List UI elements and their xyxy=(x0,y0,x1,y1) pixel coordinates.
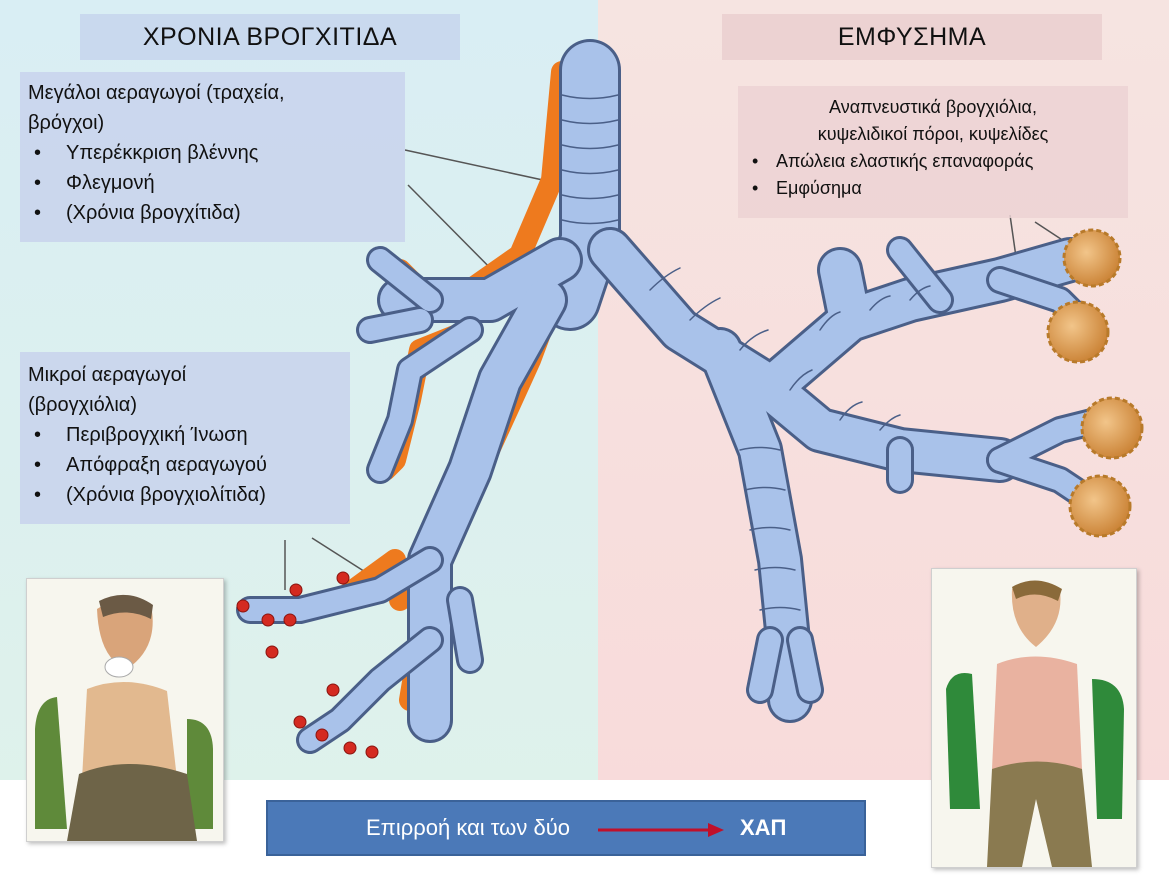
banner-copd-label: ΧΑΠ xyxy=(740,815,786,841)
large-airways-title: Μεγάλοι αεραγωγοί (τραχεία, xyxy=(28,78,397,108)
pink-puffer-figure-icon xyxy=(932,569,1136,867)
small-airways-item: (Χρόνια βρογχιολίτιδα) xyxy=(28,480,342,510)
small-airways-list: Περιβρογχική Ίνωση Απόφραξη αεραγωγού (Χ… xyxy=(28,420,342,510)
small-airways-item: Περιβρογχική Ίνωση xyxy=(28,420,342,450)
small-airways-box: Μικροί αεραγωγοί (βρογχιόλια) Περιβρογχι… xyxy=(20,352,350,524)
copd-banner: Επιρροή και των δύο ΧΑΠ xyxy=(266,800,866,856)
bronchitis-patient-illustration xyxy=(26,578,224,842)
small-airways-title: Μικροί αεραγωγοί xyxy=(28,360,342,390)
blue-bloater-figure-icon xyxy=(27,579,223,841)
large-airways-list: Υπερέκκριση βλέννης Φλεγμονή (Χρόνια βρο… xyxy=(28,138,397,228)
arrow-right-icon xyxy=(596,820,726,840)
small-airways-item: Απόφραξη αεραγωγού xyxy=(28,450,342,480)
small-airways-title-2: (βρογχιόλια) xyxy=(28,390,342,420)
large-airways-item: Υπερέκκριση βλέννης xyxy=(28,138,397,168)
emphysema-item: Εμφύσημα xyxy=(746,175,1120,202)
emphysema-item: Απώλεια ελαστικής επαναφοράς xyxy=(746,148,1120,175)
pointer-bronchiole-b xyxy=(312,538,370,575)
large-airways-item: (Χρόνια βρογχίτιδα) xyxy=(28,198,397,228)
emphysema-list: Απώλεια ελαστικής επαναφοράς Εμφύσημα xyxy=(746,148,1120,202)
pointer-trachea xyxy=(405,150,552,182)
banner-text: Επιρροή και των δύο xyxy=(366,815,570,841)
emphysema-patient-illustration xyxy=(931,568,1137,868)
large-airways-box: Μεγάλοι αεραγωγοί (τραχεία, βρόγχοι) Υπε… xyxy=(20,72,405,242)
emphysema-box-title: Αναπνευστικά βρογχιόλια, xyxy=(746,94,1120,121)
emphysema-box-title-2: κυψελιδικοί πόροι, κυψελίδες xyxy=(746,121,1120,148)
large-airways-item: Φλεγμονή xyxy=(28,168,397,198)
emphysema-box: Αναπνευστικά βρογχιόλια, κυψελιδικοί πόρ… xyxy=(738,86,1128,218)
large-airways-title-2: βρόγχοι) xyxy=(28,108,397,138)
